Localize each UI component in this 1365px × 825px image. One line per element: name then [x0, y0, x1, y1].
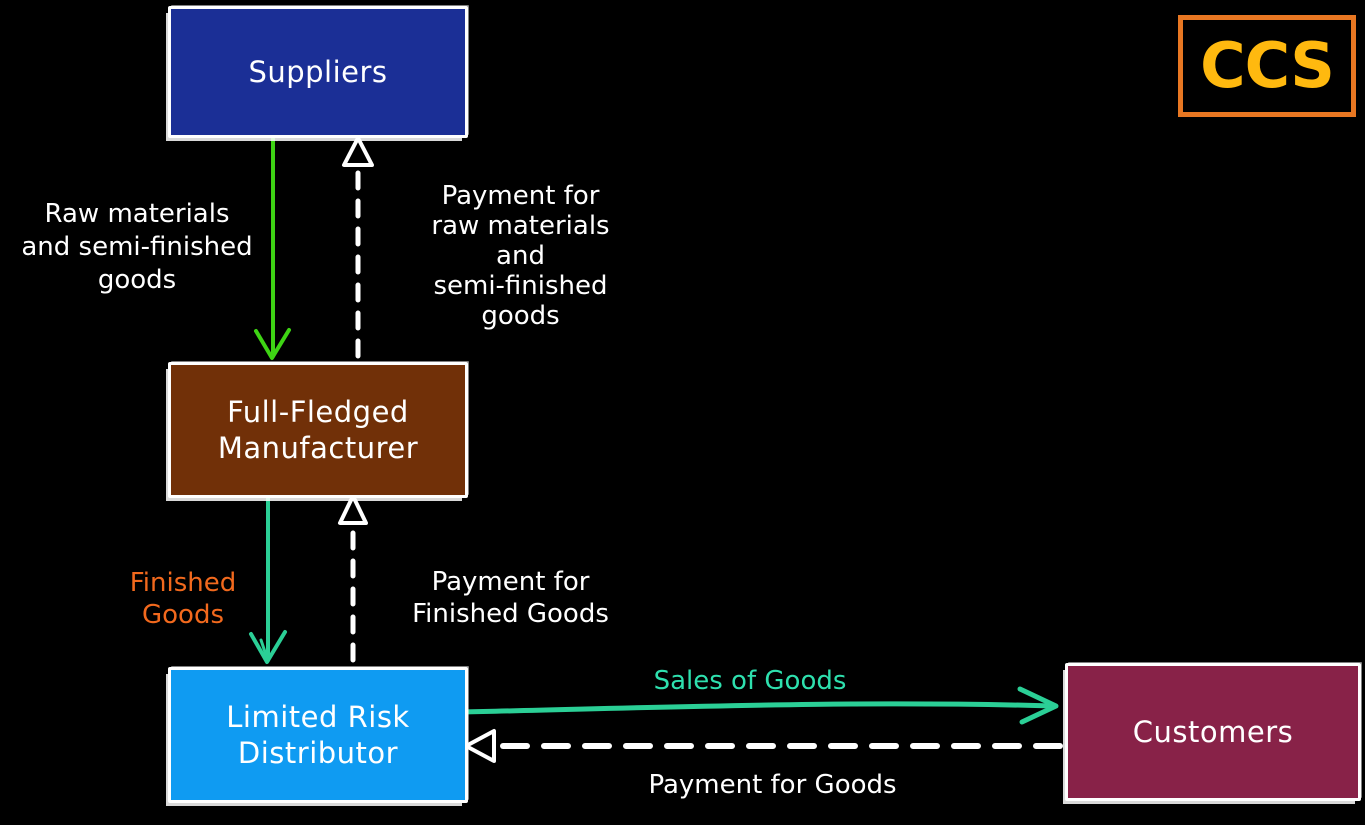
node-suppliers: Suppliers: [168, 6, 468, 138]
arrow-finished-goods: [249, 492, 287, 664]
label-raw-materials: Raw materials and semi-finished goods: [21, 199, 253, 295]
arrow-sales-of-goods: [459, 686, 1059, 725]
arrow-payment-raw: [342, 136, 374, 359]
node-distributor-label-line1: Limited Risk: [226, 699, 410, 734]
arrow-payment-goods: [464, 729, 1063, 763]
arrow-payment-finished: [338, 494, 368, 663]
node-customers: Customers: [1065, 663, 1361, 801]
node-distributor-label-line2: Distributor: [237, 736, 399, 770]
label-payment-for-finished-goods: Payment for Finished Goods: [412, 567, 609, 629]
node-manufacturer-label-line2: Manufacturer: [217, 431, 419, 465]
node-suppliers-label: Suppliers: [248, 54, 388, 89]
label-payment-for-goods: Payment for Goods: [648, 770, 897, 800]
ccs-logo: CCS: [1178, 15, 1356, 117]
label-finished-goods: Finished Goods: [129, 568, 237, 630]
node-full-fledged-manufacturer: Full-Fledged Manufacturer: [168, 362, 468, 498]
label-sales-of-goods: Sales of Goods: [653, 666, 847, 696]
node-manufacturer-label-line1: Full-Fledged: [227, 394, 409, 429]
node-limited-risk-distributor: Limited Risk Distributor: [168, 667, 468, 803]
node-customers-label: Customers: [1132, 714, 1294, 749]
arrow-raw-materials: [254, 132, 291, 360]
label-payment-for-raw-materials: Payment for raw materials and semi-finis…: [431, 181, 610, 331]
ccs-logo-text: CCS: [1200, 29, 1335, 102]
